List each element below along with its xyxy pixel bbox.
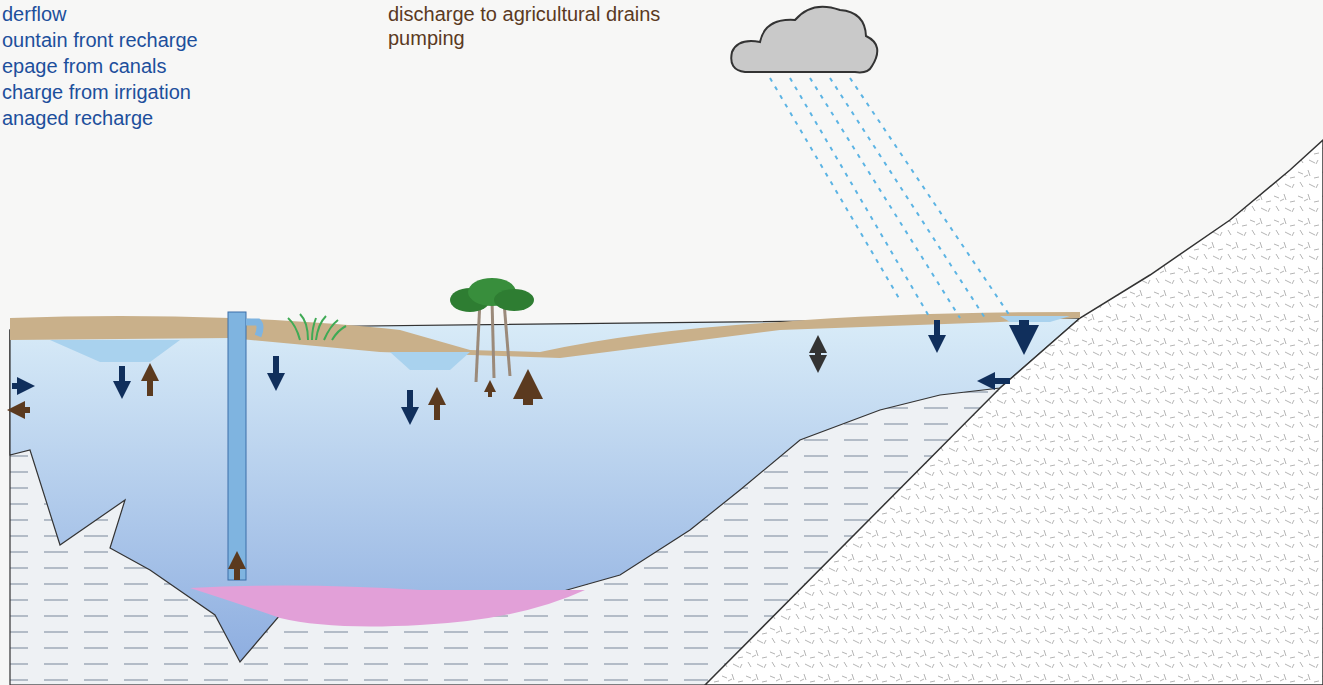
flow-term-label: discharge to agricultural drains [388,2,660,26]
flow-term-label: pumping [388,26,465,50]
flow-term-label: charge from irrigation [2,80,191,104]
flow-term-label: ountain front recharge [2,28,198,52]
flow-term-label: anaged recharge [2,106,153,130]
flow-term-label: epage from canals [2,54,167,78]
flow-term-label: derflow [2,2,66,26]
